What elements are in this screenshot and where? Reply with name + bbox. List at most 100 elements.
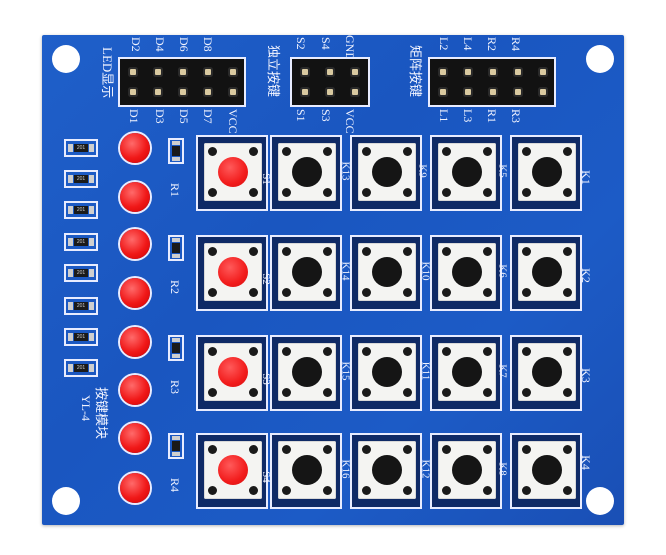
pin-label: R1 (485, 109, 499, 124)
black-key-cap (292, 455, 322, 485)
matrix-key[interactable] (510, 235, 582, 311)
resistor-r4 (168, 433, 184, 459)
black-key-cap (372, 357, 402, 387)
smd-resistor: 201 (64, 170, 98, 188)
black-key-cap (452, 157, 482, 187)
pin-label: D3 (153, 109, 167, 124)
matrix-key[interactable] (510, 135, 582, 211)
black-key-cap (452, 357, 482, 387)
red-key-cap (218, 257, 248, 287)
independent-key-pin-header[interactable] (290, 57, 370, 107)
resistor-r2 (168, 235, 184, 261)
black-key-cap (532, 455, 562, 485)
matrix-key[interactable] (270, 433, 342, 509)
pin-label: D8 (201, 37, 215, 52)
black-key-cap (372, 157, 402, 187)
matrix-key[interactable] (510, 433, 582, 509)
red-key-cap (218, 157, 248, 187)
key-label: K9 (416, 164, 429, 178)
mounting-hole-top-right (586, 45, 614, 73)
matrix-key-pin-header[interactable] (428, 57, 556, 107)
key-label: K8 (496, 462, 509, 476)
matrix-key[interactable] (350, 335, 422, 411)
matrix-key[interactable] (430, 433, 502, 509)
led-d4 (120, 278, 150, 308)
independent-key-header-title: 独立按键 (266, 45, 281, 98)
pin-label: VCC (226, 109, 240, 134)
black-key-cap (292, 257, 322, 287)
resistor-r3 (168, 335, 184, 361)
key-label: K6 (496, 264, 509, 278)
key-label: K5 (496, 164, 509, 178)
mounting-hole-bottom-right (586, 487, 614, 515)
pin-label: D6 (177, 37, 191, 52)
led-d5 (120, 327, 150, 357)
resistor-label: R1 (168, 183, 182, 198)
matrix-key[interactable] (430, 235, 502, 311)
red-key-cap (218, 357, 248, 387)
independent-key-s1[interactable] (196, 135, 268, 211)
black-key-cap (372, 257, 402, 287)
led-header-title: LED显示 (100, 47, 115, 99)
independent-key-s4[interactable] (196, 433, 268, 509)
smd-resistor: 201 (64, 264, 98, 282)
smd-resistor: 201 (64, 233, 98, 251)
red-key-cap (218, 455, 248, 485)
matrix-key[interactable] (430, 335, 502, 411)
matrix-key[interactable] (270, 135, 342, 211)
row-label: K3 (578, 368, 593, 383)
resistor-label: R2 (168, 280, 182, 295)
pin-label: D1 (127, 109, 141, 124)
board-model: YL-4 (79, 395, 93, 421)
smd-resistor: 201 (64, 328, 98, 346)
row-label: K4 (578, 455, 593, 470)
black-key-cap (292, 357, 322, 387)
matrix-key[interactable] (350, 433, 422, 509)
key-label: K7 (496, 364, 509, 378)
pin-label: L2 (437, 37, 451, 51)
pin-label: S1 (294, 109, 308, 122)
mounting-hole-bottom-left (52, 487, 80, 515)
smd-resistor: 201 (64, 297, 98, 315)
matrix-key[interactable] (430, 135, 502, 211)
pin-label: L3 (461, 109, 475, 123)
pin-label: S3 (319, 109, 333, 122)
matrix-key[interactable] (270, 335, 342, 411)
led-d2 (120, 182, 150, 212)
black-key-cap (452, 257, 482, 287)
pin-label: L4 (461, 37, 475, 51)
led-d6 (120, 375, 150, 405)
mounting-hole-top-left (52, 45, 80, 73)
module-name: 按键模块 (94, 387, 109, 440)
matrix-key[interactable] (270, 235, 342, 311)
led-d8 (120, 473, 150, 503)
black-key-cap (532, 357, 562, 387)
resistor-r1 (168, 138, 184, 164)
led-d3 (120, 229, 150, 259)
resistor-label: R4 (168, 478, 182, 493)
black-key-cap (292, 157, 322, 187)
matrix-key[interactable] (350, 235, 422, 311)
matrix-key[interactable] (350, 135, 422, 211)
pin-label: R3 (509, 109, 523, 124)
independent-key-s2[interactable] (196, 235, 268, 311)
matrix-key[interactable] (510, 335, 582, 411)
pin-label: D2 (129, 37, 143, 52)
smd-resistor: 201 (64, 139, 98, 157)
row-label: K2 (578, 268, 593, 283)
matrix-key-header-title: 矩阵按键 (408, 45, 423, 98)
led-pin-header[interactable] (118, 57, 246, 107)
pin-label: S4 (319, 37, 333, 50)
independent-key-s3[interactable] (196, 335, 268, 411)
pin-label: S2 (294, 37, 308, 50)
pin-label: D7 (201, 109, 215, 124)
pin-label: D4 (153, 37, 167, 52)
pin-label: L1 (437, 109, 451, 123)
black-key-cap (532, 257, 562, 287)
black-key-cap (532, 157, 562, 187)
resistor-label: R3 (168, 380, 182, 395)
pin-label: D5 (177, 109, 191, 124)
led-d7 (120, 423, 150, 453)
pin-label: R4 (509, 37, 523, 52)
led-d1 (120, 133, 150, 163)
